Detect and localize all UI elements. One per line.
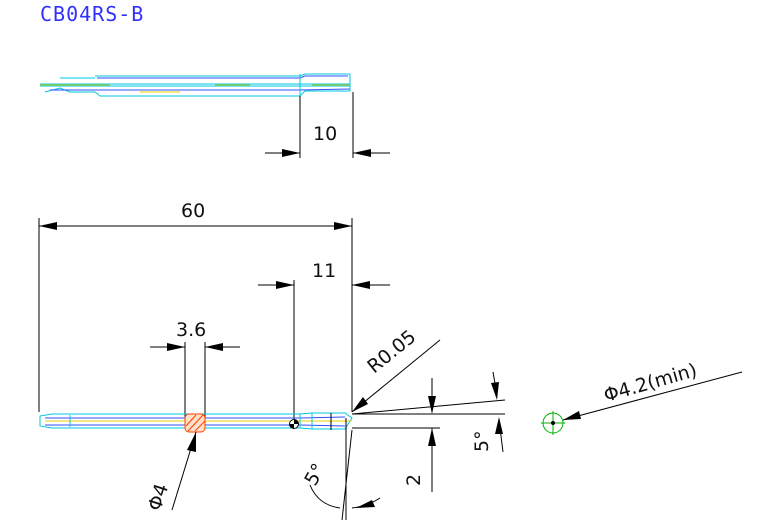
drawing-title: CB04RS-B (40, 2, 144, 26)
dimension-3-6-label: 3.6 (176, 319, 206, 341)
dia-4-label: Φ4 (144, 481, 173, 514)
angle-upper-label: 5° (471, 430, 493, 452)
thickness-label: 2 (403, 474, 425, 486)
dia-min-label: Φ4.2(min) (601, 359, 699, 407)
top-view-blade (40, 73, 351, 97)
hatched-section (184, 413, 206, 433)
dimension-60-label: 60 (181, 200, 205, 222)
dimension-2: 2 (352, 378, 440, 492)
min-diameter-callout: Φ4.2(min) (541, 359, 743, 435)
center-mark-icon (289, 419, 299, 429)
dimension-3-6: 3.6 (150, 319, 240, 418)
radius-label: R0.05 (363, 326, 420, 378)
dimension-10-label: 10 (313, 123, 337, 145)
angle-upper: 5° (351, 371, 506, 453)
dimension-11: 11 (258, 260, 390, 420)
angle-lower: 5° (300, 418, 381, 521)
dimension-10: 10 (265, 92, 390, 158)
dimension-11-label: 11 (312, 260, 336, 282)
leader-radius: R0.05 (351, 326, 441, 413)
angle-lower-label: 5° (300, 460, 330, 490)
dimension-60: 60 (38, 200, 353, 412)
leader-dia-4: Φ4 (144, 431, 197, 514)
